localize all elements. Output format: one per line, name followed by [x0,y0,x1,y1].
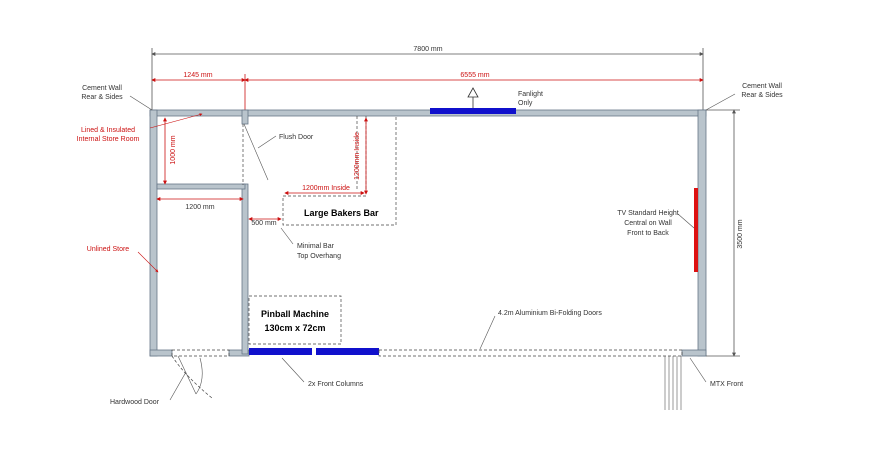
flush-door-label: Flush Door [279,134,314,141]
dim-500-label: 500 mm [251,220,276,227]
front-columns-label: 2x Front Columns [308,381,364,388]
bar-overhang-label-line1: Minimal Bar [297,243,335,250]
dim-1245-label: 1245 mm [183,72,212,79]
unlined-store-label: Unlined Store [87,246,130,253]
hardwood-door-outline [171,349,230,357]
flush-door-leaf [243,123,269,181]
pinball-size: 130cm x 72cm [264,323,325,333]
right-wall [697,109,707,357]
dim-1000-label: 1000 mm [170,135,177,164]
rear-wall [149,109,707,117]
bar-overhang-label-line2: Top Overhang [297,253,341,260]
store-divider-wall [156,183,246,190]
cement-wall-left-line2: Rear & Sides [81,94,123,101]
cement-wall-right-line1: Cement Wall [742,83,782,90]
tv-label-line3: Front to Back [627,230,669,237]
dimension-sections: 1245 mm 6555 mm [151,72,704,118]
walls [149,109,707,357]
partition-wall-top-stub [241,109,249,125]
bifold-doors-label: 4.2m Aluminium Bi-Folding Doors [498,310,602,317]
left-wall [149,109,158,357]
bifold-doors-outline [378,349,683,357]
dim-bar-width-label: 1200mm Inside [302,185,350,192]
bakers-bar-label: Large Bakers Bar [304,208,379,218]
partition-wall [241,183,249,355]
front-column-left [249,348,312,355]
front-wall-right-stub [681,349,707,357]
front-wall-left-stub [149,349,173,357]
front-column-right [316,348,379,355]
fanlight-label-line1: Fanlight [518,91,543,98]
hardwood-door-label: Hardwood Door [110,399,160,406]
cement-wall-left-line1: Cement Wall [82,85,122,92]
dimension-overall-width: 7800 mm [151,46,704,112]
mtx-front-lines [664,356,682,410]
fanlight-window [430,108,516,114]
internal-store-label-line1: Lined & Insulated [81,127,135,134]
mtx-front-label: MTX Front [710,381,743,388]
cement-wall-right-line2: Rear & Sides [741,92,783,99]
tv-label-line1: TV Standard Height [617,210,679,217]
tv-label-line2: Central on Wall [624,220,672,227]
fanlight-label-line2: Only [518,100,533,107]
dim-6555-label: 6555 mm [460,72,489,79]
dimension-overall-depth: 3500 mm [706,109,744,357]
fanlight-arrow-icon [467,87,479,108]
dim-bar-depth-label: 1200mm Inside [354,132,361,180]
tv-rectangle [694,188,698,272]
pinball-machine-outline [248,295,342,345]
dim-3500-label: 3500 mm [737,219,744,248]
dim-7800-label: 7800 mm [413,46,442,53]
dim-1200-label: 1200 mm [185,204,214,211]
internal-store-label-line2: Internal Store Room [77,136,140,143]
pinball-title: Pinball Machine [261,309,329,319]
hardwood-door-swing [171,355,213,399]
